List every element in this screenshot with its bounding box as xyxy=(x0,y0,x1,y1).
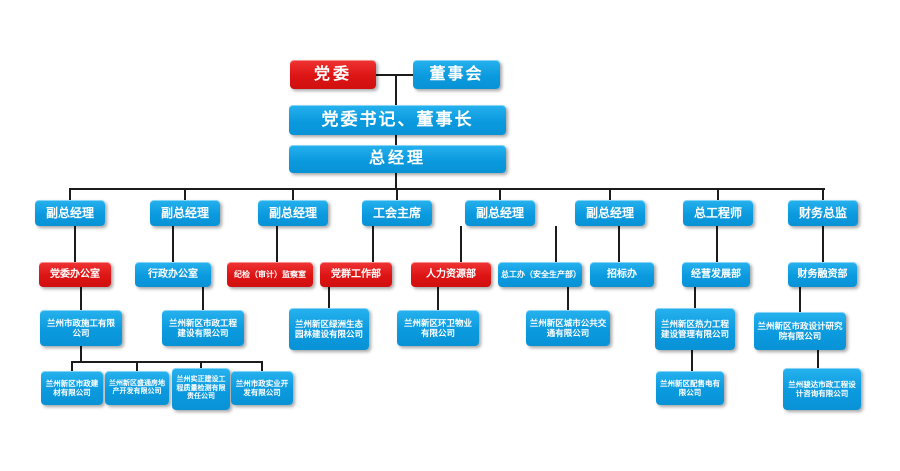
dept-chief-engineer-office-safety: 总工办（安全生产部） xyxy=(498,262,582,287)
connector-line xyxy=(499,188,501,201)
connector-line xyxy=(567,287,569,312)
subsidiary-shengtong-real-estate: 兰州新区盛通房地产开发有限公司 xyxy=(105,371,169,405)
dept-administrative-office: 行政办公室 xyxy=(135,262,211,287)
node-board-of-directors: 董事会 xyxy=(413,60,500,89)
connector-line xyxy=(395,172,397,189)
connector-line xyxy=(618,226,620,264)
connector-line xyxy=(80,287,82,312)
connector-line xyxy=(136,361,138,372)
node-deputy-gm-2: 副总经理 xyxy=(150,200,220,226)
company-xinqu-municipal-engineering: 兰州新区市政工程建设有限公司 xyxy=(162,310,244,346)
connector-line xyxy=(437,287,439,312)
node-finance-director: 财务总监 xyxy=(788,200,858,226)
company-public-transport: 兰州新区城市公共交通有限公司 xyxy=(526,310,610,346)
subsidiary-power-distribution: 兰州新区配售电有限公司 xyxy=(656,371,724,405)
node-union-chairman: 工会主席 xyxy=(362,200,432,226)
connector-line xyxy=(184,188,186,201)
connector-line xyxy=(691,349,693,372)
dept-finance-financing: 财务融资部 xyxy=(788,262,857,287)
dept-business-development: 经营发展部 xyxy=(682,262,750,287)
node-deputy-gm-5: 副总经理 xyxy=(575,200,645,226)
connector-line xyxy=(694,287,696,312)
connector-line xyxy=(555,226,557,264)
connector-line xyxy=(799,287,801,314)
connector-line xyxy=(822,188,824,201)
dept-party-committee-office: 党委办公室 xyxy=(39,262,111,287)
node-deputy-gm-1: 副总经理 xyxy=(35,200,105,226)
connector-line xyxy=(200,361,202,370)
company-municipal-construction: 兰州市政施工有限公司 xyxy=(40,310,122,346)
company-oasis-ecological-landscape: 兰州新区绿洲生态园林建设有限公司 xyxy=(289,308,369,350)
dept-human-resources: 人力资源部 xyxy=(411,262,491,287)
company-thermal-engineering: 兰州新区热力工程建设管理有限公司 xyxy=(655,308,735,350)
dept-bidding-office: 招标办 xyxy=(590,262,654,287)
connector-line xyxy=(71,361,73,372)
connector-line xyxy=(395,134,397,146)
connector-line xyxy=(69,188,825,190)
subsidiary-quality-testing: 兰州实正建设工程质量检测有限责任公司 xyxy=(172,368,230,410)
connector-line xyxy=(609,188,611,201)
dept-discipline-audit-supervision: 纪检（审计）监察室 xyxy=(227,262,313,287)
connector-line xyxy=(292,188,294,201)
connector-line xyxy=(328,287,330,312)
connector-line xyxy=(71,361,263,363)
node-chief-engineer: 总工程师 xyxy=(683,200,753,226)
connector-line xyxy=(460,226,462,264)
connector-line xyxy=(372,226,374,264)
connector-line xyxy=(717,188,719,201)
connector-line xyxy=(261,361,263,372)
node-deputy-gm-4: 副总经理 xyxy=(465,200,535,226)
company-sanitation-property: 兰州新区环卫物业有限公司 xyxy=(397,310,479,346)
dept-party-mass-work: 党群工作部 xyxy=(320,262,392,287)
node-party-secretary-chairman: 党委书记、董事长 xyxy=(289,105,506,135)
connector-line xyxy=(276,226,278,264)
connector-line xyxy=(817,350,819,368)
connector-line xyxy=(716,226,718,264)
node-party-committee: 党委 xyxy=(290,60,376,89)
subsidiary-building-materials: 兰州新区市政建材有限公司 xyxy=(41,371,103,405)
connector-line xyxy=(395,74,397,106)
subsidiary-shizheng-industrial: 兰州市政实业开发有限公司 xyxy=(231,371,293,405)
connector-line xyxy=(396,188,398,201)
connector-line xyxy=(202,287,204,312)
connector-line xyxy=(74,226,76,264)
connector-line xyxy=(69,188,71,201)
connector-line xyxy=(172,226,174,264)
node-general-manager: 总经理 xyxy=(289,145,506,173)
connector-line xyxy=(822,226,824,264)
connector-line xyxy=(80,345,82,363)
node-deputy-gm-3: 副总经理 xyxy=(258,200,328,226)
subsidiary-junda-design-consulting: 兰州骏达市政工程设计咨询有限公司 xyxy=(783,368,861,410)
company-municipal-design-institute: 兰州新区市政设计研究院有限公司 xyxy=(754,312,846,350)
